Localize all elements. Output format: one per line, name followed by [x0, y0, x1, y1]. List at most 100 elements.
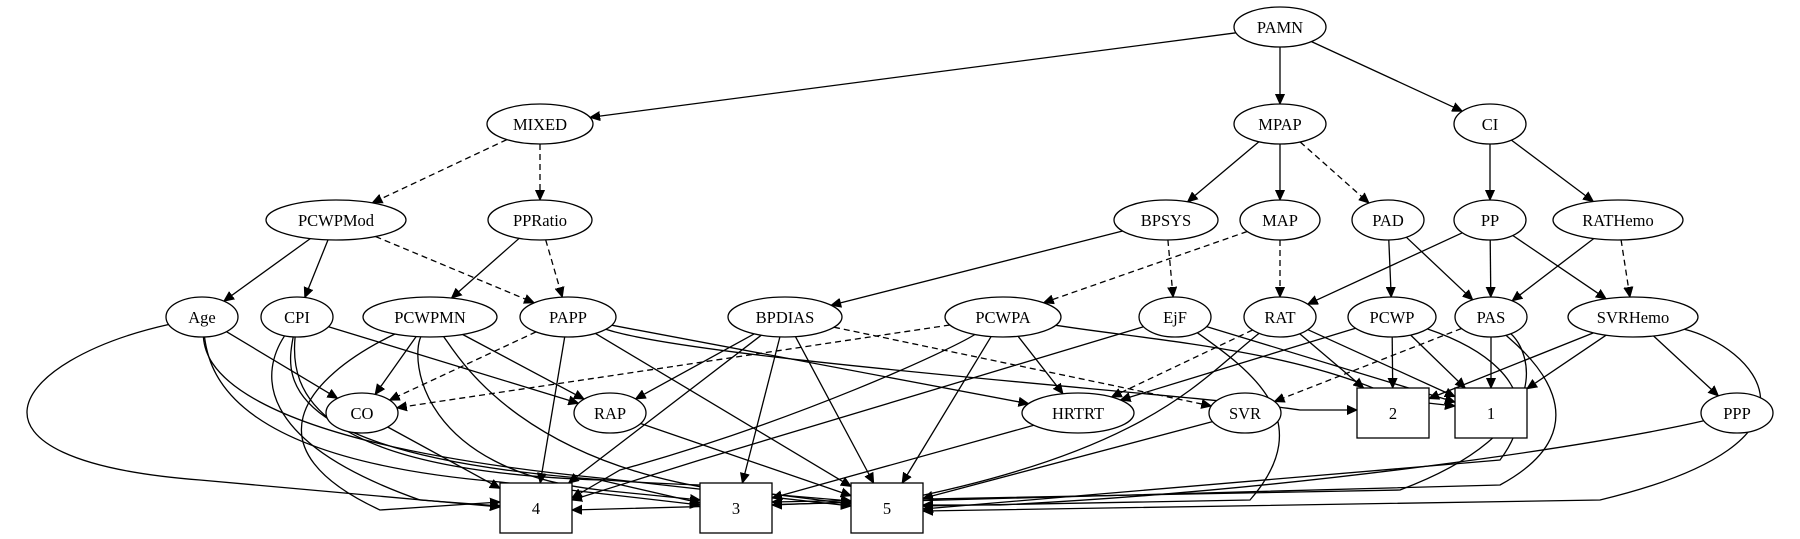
edge-PCWPA-to-HRTRT: [1017, 335, 1063, 393]
node-n5: 5: [850, 482, 924, 534]
node-box-shape: [499, 482, 573, 534]
edge-PAPP-to-CO: [390, 331, 537, 401]
node-pcwpmod: PCWPMod: [265, 199, 407, 241]
node-mpap: MPAP: [1233, 103, 1327, 145]
node-label: 3: [732, 499, 740, 518]
node-ellipse-shape: [1233, 103, 1327, 145]
edge-PCWPA-to-CO: [397, 324, 950, 408]
node-ellipse-shape: [1138, 296, 1212, 338]
node-ci: CI: [1453, 103, 1527, 145]
node-label: PAMN: [1257, 18, 1303, 37]
edge-CPI-to-4: [271, 335, 500, 506]
edge-PPP-to-5: [923, 420, 1704, 505]
node-n2: 2: [1356, 387, 1430, 439]
edge-Age-to-5: [202, 336, 851, 506]
edge-MIXED-to-PCWPMod: [372, 139, 508, 204]
node-label: 4: [532, 499, 540, 518]
edge-CO-to-4: [387, 426, 500, 488]
node-ellipse-shape: [1700, 392, 1774, 434]
edge-SVRHemo-to-1: [1527, 334, 1607, 389]
edge-RAT-to-3: [772, 332, 1260, 505]
node-ellipse-shape: [1021, 392, 1135, 434]
node-ppratio: PPRatio: [487, 199, 593, 241]
edge-RAT-to-2: [1299, 333, 1364, 388]
node-label: MIXED: [513, 115, 567, 134]
node-label: PAPP: [549, 308, 587, 327]
node-ellipse-shape: [1453, 103, 1527, 145]
node-pad: PAD: [1351, 199, 1425, 241]
node-ellipse-shape: [1453, 199, 1527, 241]
edge-PCWPA-to-5: [902, 336, 992, 483]
node-ellipse-shape: [1239, 199, 1321, 241]
node-box-shape: [1356, 387, 1430, 439]
edge-PAPP-to-HRTRT: [611, 324, 1029, 404]
node-label: PCWPMN: [394, 308, 466, 327]
edge-SVR-to-5: [923, 420, 1213, 499]
node-label: Age: [188, 308, 216, 327]
node-ellipse-shape: [486, 103, 594, 145]
node-ellipse-shape: [573, 392, 647, 434]
node-pcwpa: PCWPA: [944, 296, 1062, 338]
edge-BPDIAS-to-RAP: [636, 333, 755, 399]
node-ellipse-shape: [165, 296, 239, 338]
edge-MPAP-to-BPSYS: [1188, 141, 1260, 202]
node-label: PPP: [1723, 404, 1751, 423]
edge-PCWP-to-HRTRT: [1121, 327, 1356, 400]
node-bpsys: BPSYS: [1113, 199, 1219, 241]
node-label: CI: [1482, 115, 1499, 134]
edge-RAT-to-1: [1307, 329, 1455, 398]
node-label: HRTRT: [1052, 404, 1104, 423]
edge-PCWP-to-1: [1410, 334, 1466, 388]
edge-HRTRT-to-3: [772, 424, 1034, 498]
node-bpdias: BPDIAS: [727, 296, 843, 338]
edge-PP-to-RAT: [1308, 232, 1463, 305]
node-co: CO: [325, 392, 399, 434]
node-box-shape: [699, 482, 773, 534]
node-ellipse-shape: [727, 296, 843, 338]
node-label: BPDIAS: [756, 308, 815, 327]
node-ellipse-shape: [1243, 296, 1317, 338]
node-n3: 3: [699, 482, 773, 534]
edge-RATHemo-to-SVRHemo: [1620, 239, 1630, 297]
edge-BPDIAS-to-4: [569, 334, 762, 483]
node-ellipse-shape: [1351, 199, 1425, 241]
node-age: Age: [165, 296, 239, 338]
node-ellipse-shape: [487, 199, 593, 241]
node-label: PAS: [1477, 308, 1506, 327]
node-pcwp: PCWP: [1347, 296, 1437, 338]
edge-PP-to-PAS: [1490, 239, 1491, 297]
node-svrhemo: SVRHemo: [1567, 296, 1699, 338]
node-label: BPSYS: [1141, 211, 1191, 230]
node-label: PP: [1481, 211, 1499, 230]
node-hrtrt: HRTRT: [1021, 392, 1135, 434]
edge-PCWPMN-to-CO: [375, 336, 417, 395]
node-rap: RAP: [573, 392, 647, 434]
node-ellipse-shape: [265, 199, 407, 241]
edge-PAD-to-PAS: [1405, 236, 1472, 300]
node-mixed: MIXED: [486, 103, 594, 145]
edge-PCWPMN-to-RAP: [462, 333, 584, 400]
node-cpi: CPI: [260, 296, 334, 338]
edge-BPDIAS-to-3: [742, 336, 781, 483]
node-pcwpmn: PCWPMN: [362, 296, 498, 338]
node-rat: RAT: [1243, 296, 1317, 338]
node-label: SVR: [1229, 404, 1261, 423]
node-pas: PAS: [1454, 296, 1528, 338]
node-pamn: PAMN: [1233, 6, 1327, 48]
edge-PCWP-to-5: [923, 328, 1520, 509]
edge-RATHemo-to-PAS: [1512, 238, 1595, 301]
node-svr: SVR: [1208, 392, 1282, 434]
edge-PCWP-to-2: [1392, 336, 1393, 388]
node-label: SVRHemo: [1597, 308, 1669, 327]
node-label: PAD: [1372, 211, 1404, 230]
node-label: PPRatio: [513, 211, 567, 230]
node-ellipse-shape: [260, 296, 334, 338]
edge-MAP-to-PCWPA: [1044, 230, 1248, 303]
node-pp: PP: [1453, 199, 1527, 241]
node-rathemo: RATHemo: [1552, 199, 1684, 241]
edge-BPSYS-to-EjF: [1168, 239, 1173, 297]
edge-PAPP-to-5: [595, 332, 851, 486]
edge-PCWPMod-to-CPI: [305, 239, 329, 298]
node-label: 5: [883, 499, 891, 518]
